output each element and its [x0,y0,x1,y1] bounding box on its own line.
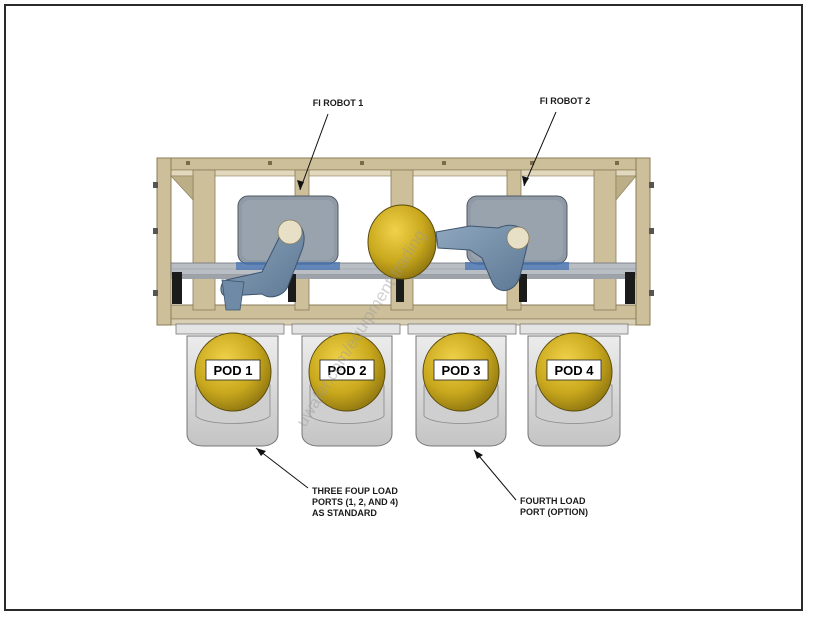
right-callout-line-2: PORT (OPTION) [520,507,588,517]
left-callout-line-3: AS STANDARD [312,508,377,518]
right-callout-text: FOURTH LOAD PORT (OPTION) [520,496,588,517]
robot-1-leader-line [299,113,329,191]
left-callout-leader-line [255,447,309,489]
left-callout-line-2: PORTS (1, 2, AND 4) [312,497,398,507]
center-wafer [367,204,437,280]
left-callout-line-1: THREE FOUP LOAD [312,486,398,496]
load-ports [175,323,629,335]
pod-2-label: POD 2 [327,363,366,378]
right-callout-leader-line [473,449,517,501]
robot-2-label: FI ROBOT 2 [540,96,591,106]
pod-4-label: POD 4 [554,363,594,378]
pod-1-label: POD 1 [213,363,252,378]
fi-robot-1 [220,195,340,311]
fi-robot-2 [435,195,569,291]
leader-arrowheads [256,176,529,459]
left-callout-text: THREE FOUP LOAD PORTS (1, 2, AND 4) AS S… [312,486,398,518]
callouts [255,111,557,501]
robot-1-label: FI ROBOT 1 [313,98,364,108]
robot-2-leader-line [523,111,557,187]
load-port-4: POD 4 [527,332,621,447]
pod-3-label: POD 3 [441,363,480,378]
load-port-3: POD 3 [415,332,507,447]
load-port-1: POD 1 [186,332,279,447]
load-port-2: POD 2 [301,332,393,447]
right-callout-line-1: FOURTH LOAD [520,496,586,506]
